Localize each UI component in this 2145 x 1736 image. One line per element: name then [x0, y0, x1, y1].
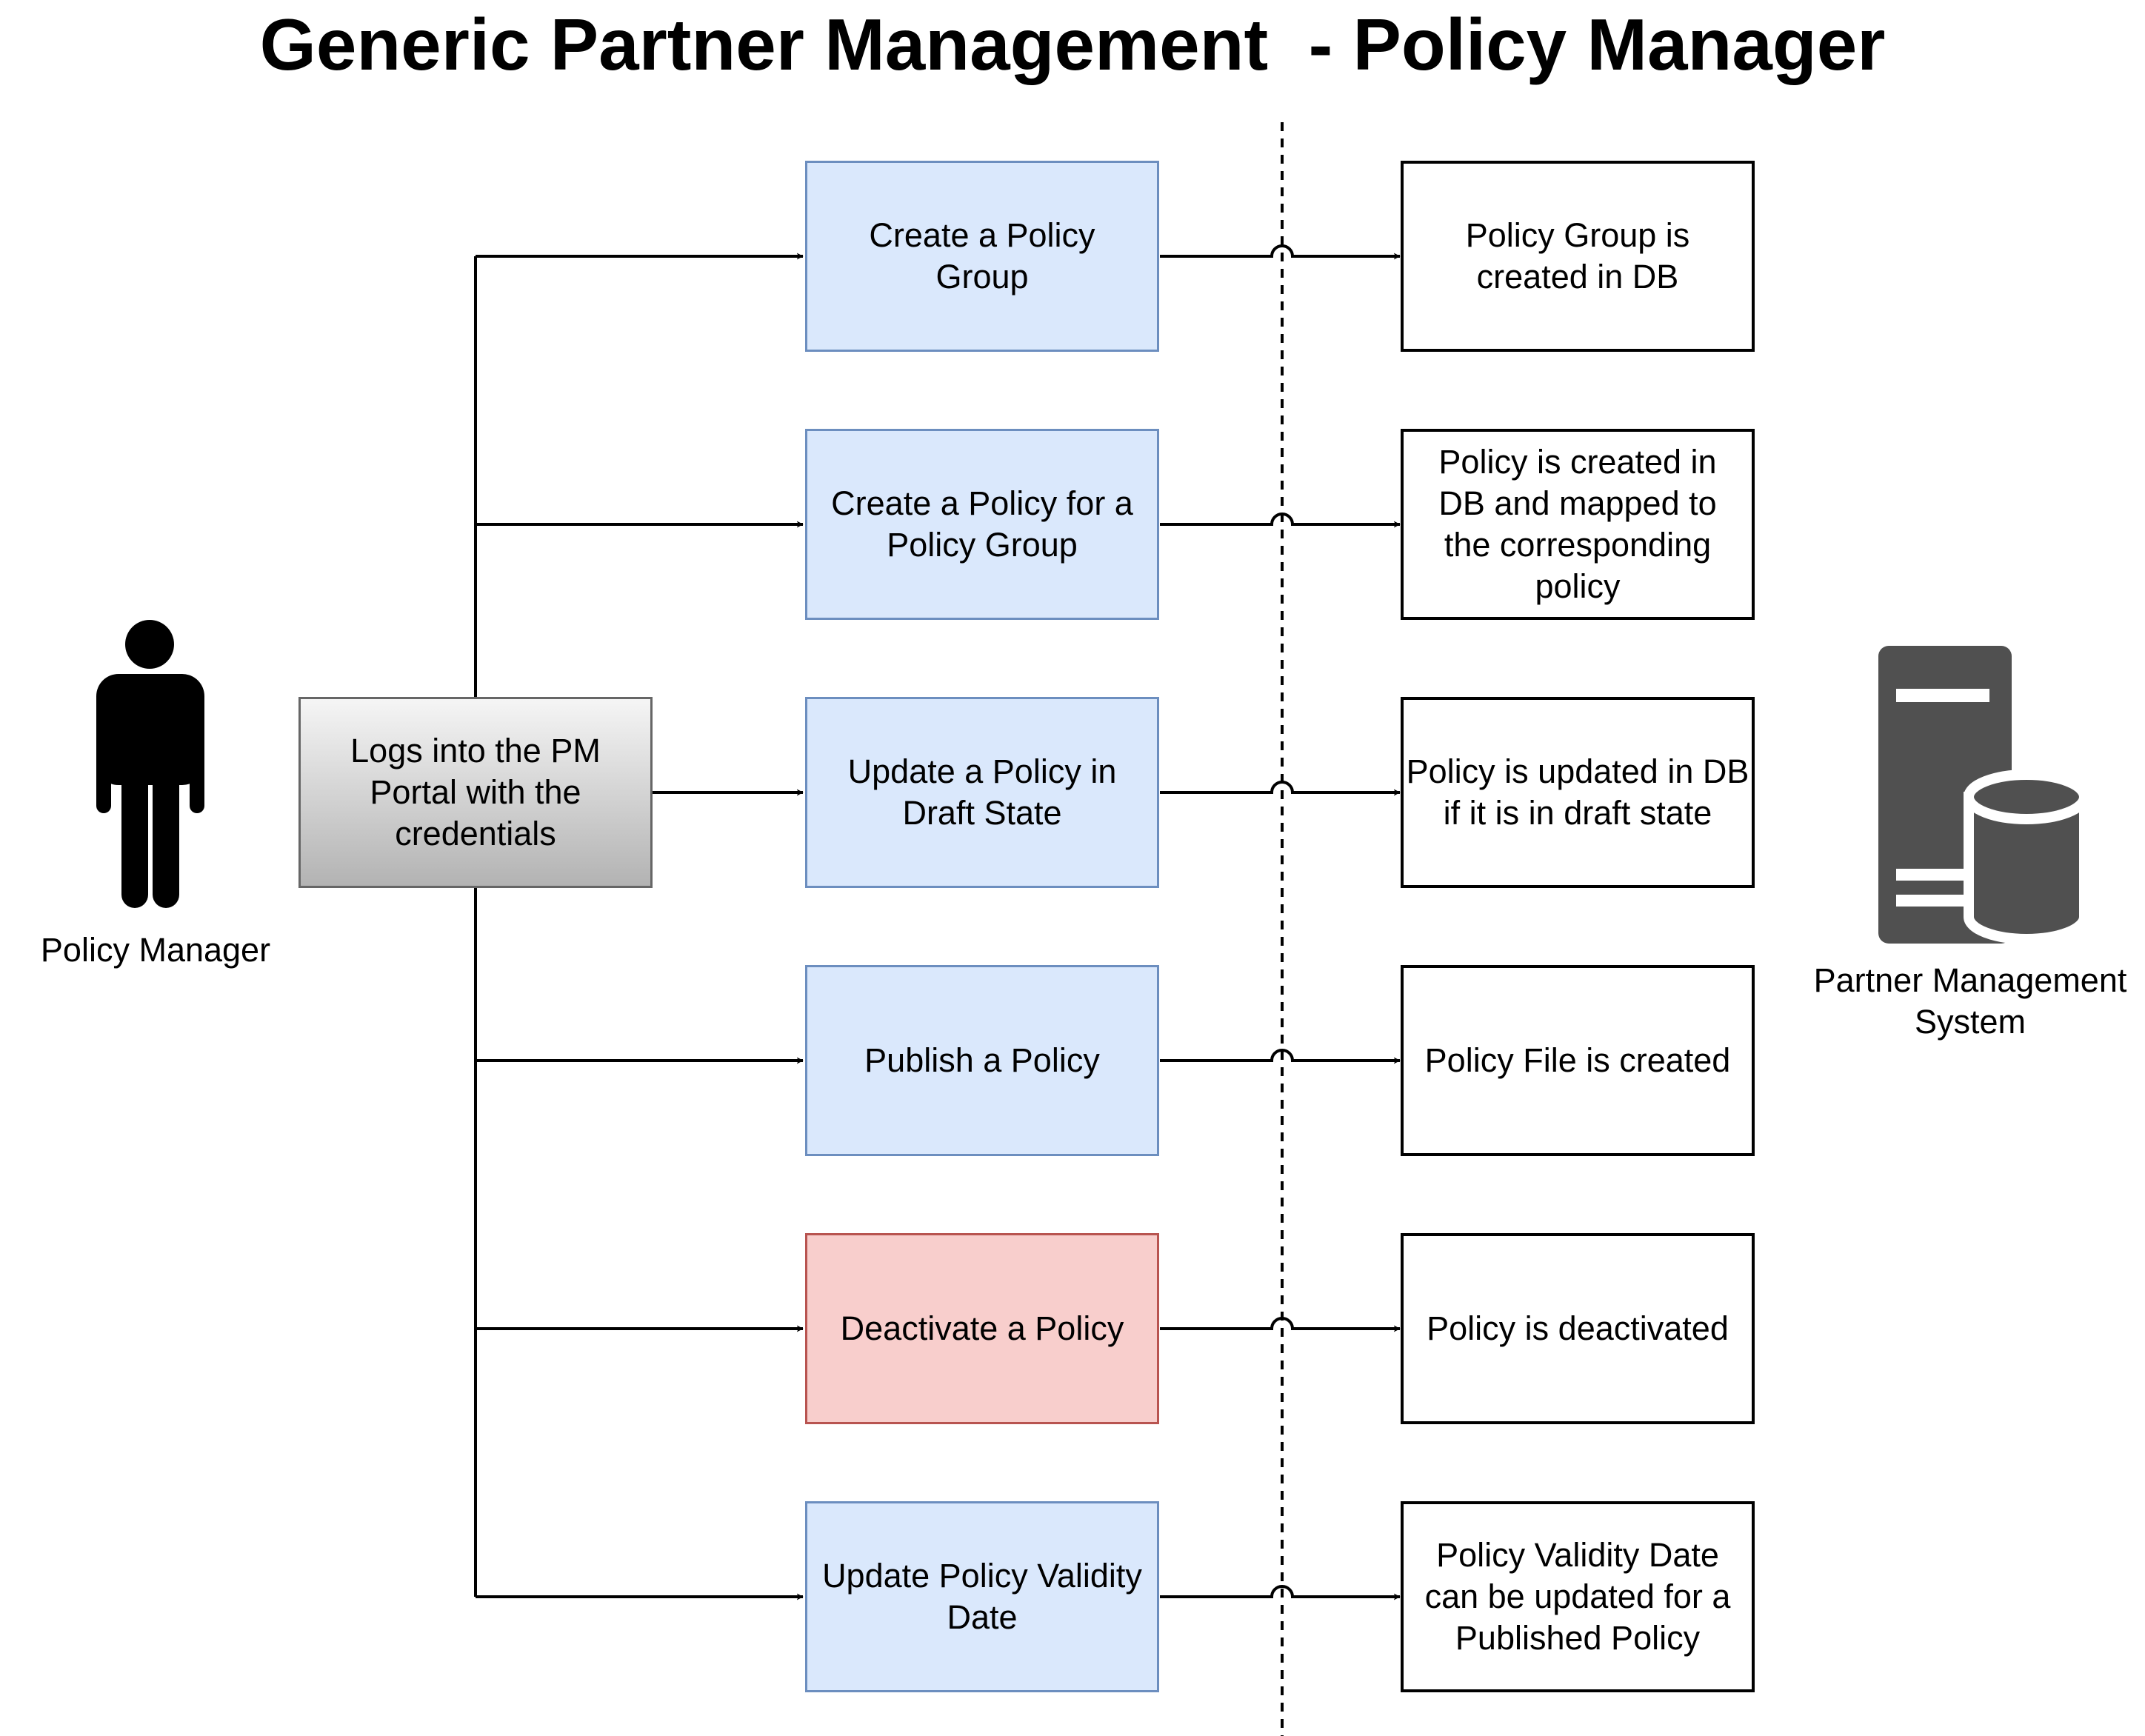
- login-step-label: Logs into the PM Portal with the credent…: [350, 732, 601, 852]
- result-box-policy-group-created: Policy Group is created in DB: [1401, 161, 1755, 352]
- action-box-publish-policy: Publish a Policy: [805, 965, 1159, 1156]
- result-label: Policy is created in DB and mapped to th…: [1438, 443, 1717, 605]
- result-box-policy-file-created: Policy File is created: [1401, 965, 1755, 1156]
- actor-label: Policy Manager: [40, 931, 271, 969]
- result-arrow-3: [1160, 781, 1401, 796]
- result-arrow-2: [1160, 513, 1401, 528]
- result-box-policy-deactivated: Policy is deactivated: [1401, 1233, 1755, 1424]
- result-label: Policy Validity Date can be updated for …: [1424, 1536, 1731, 1657]
- action-label: Create a Policy for a Policy Group: [831, 484, 1133, 564]
- server-database-icon: [1878, 646, 2089, 944]
- system-label: Partner Management System: [1813, 961, 2127, 1041]
- action-box-create-policy-group: Create a Policy Group: [805, 161, 1159, 352]
- result-arrow-4: [1160, 1049, 1401, 1064]
- result-label: Policy is deactivated: [1427, 1309, 1729, 1347]
- action-label: Create a Policy Group: [869, 216, 1095, 296]
- action-label: Publish a Policy: [864, 1041, 1100, 1079]
- diagram-title: Generic Partner Management - Policy Mana…: [259, 4, 1886, 85]
- result-box-validity-date-updated: Policy Validity Date can be updated for …: [1401, 1501, 1755, 1692]
- action-box-create-policy: Create a Policy for a Policy Group: [805, 429, 1159, 620]
- action-label: Update Policy Validity Date: [822, 1557, 1142, 1636]
- result-box-policy-updated: Policy is updated in DB if it is in draf…: [1401, 697, 1755, 888]
- action-box-update-validity-date: Update Policy Validity Date: [805, 1501, 1159, 1692]
- action-box-update-draft-policy: Update a Policy in Draft State: [805, 697, 1159, 888]
- result-label: Policy is updated in DB if it is in draf…: [1406, 752, 1749, 832]
- action-label: Update a Policy in Draft State: [847, 752, 1117, 832]
- result-label: Policy Group is created in DB: [1465, 216, 1690, 296]
- person-icon: [96, 620, 204, 908]
- result-arrow-5: [1160, 1317, 1401, 1332]
- result-arrow-1: [1160, 244, 1401, 260]
- action-label: Deactivate a Policy: [840, 1309, 1124, 1347]
- action-box-deactivate-policy: Deactivate a Policy: [805, 1233, 1159, 1424]
- result-box-policy-created: Policy is created in DB and mapped to th…: [1401, 429, 1755, 620]
- result-arrow-6: [1160, 1585, 1401, 1600]
- result-label: Policy File is created: [1424, 1041, 1731, 1079]
- login-step-box: Logs into the PM Portal with the credent…: [298, 697, 653, 888]
